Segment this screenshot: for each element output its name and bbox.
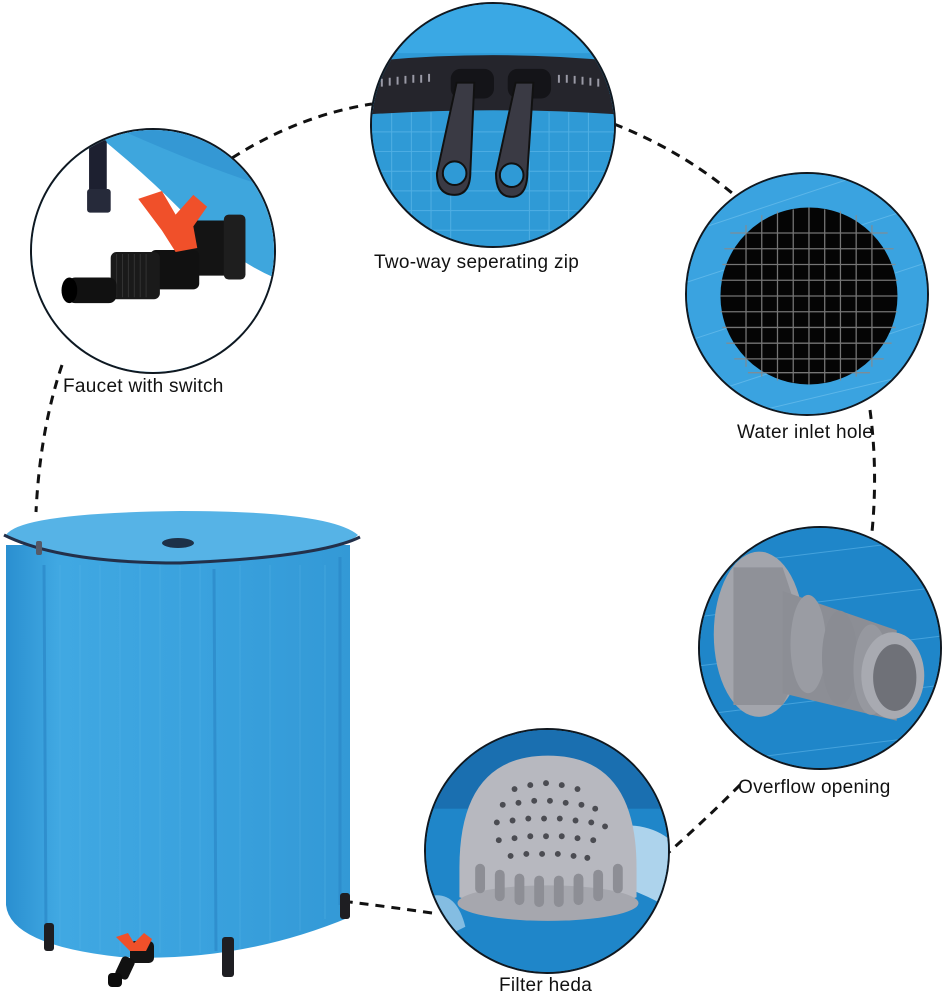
faucet-label: Faucet with switch (63, 376, 224, 397)
inlet-detail-bubble (685, 172, 929, 416)
overflow-pipe-icon (700, 528, 940, 768)
filter-head-icon (426, 730, 668, 972)
zipper-detail-bubble (370, 2, 616, 248)
faucet-valve-icon (32, 130, 274, 372)
mesh-inlet-icon (687, 174, 927, 414)
rain-barrel-product-image (0, 505, 362, 995)
zip-label: Two-way seperating zip (374, 252, 580, 273)
filter-detail-bubble (424, 728, 670, 974)
overflow-detail-bubble (698, 526, 942, 770)
inlet-label: Water inlet hole (737, 422, 874, 443)
filter-label: Filter heda (499, 975, 593, 996)
zipper-icon (372, 4, 614, 246)
overflow-label: Overflow opening (738, 777, 891, 798)
faucet-detail-bubble (30, 128, 276, 374)
